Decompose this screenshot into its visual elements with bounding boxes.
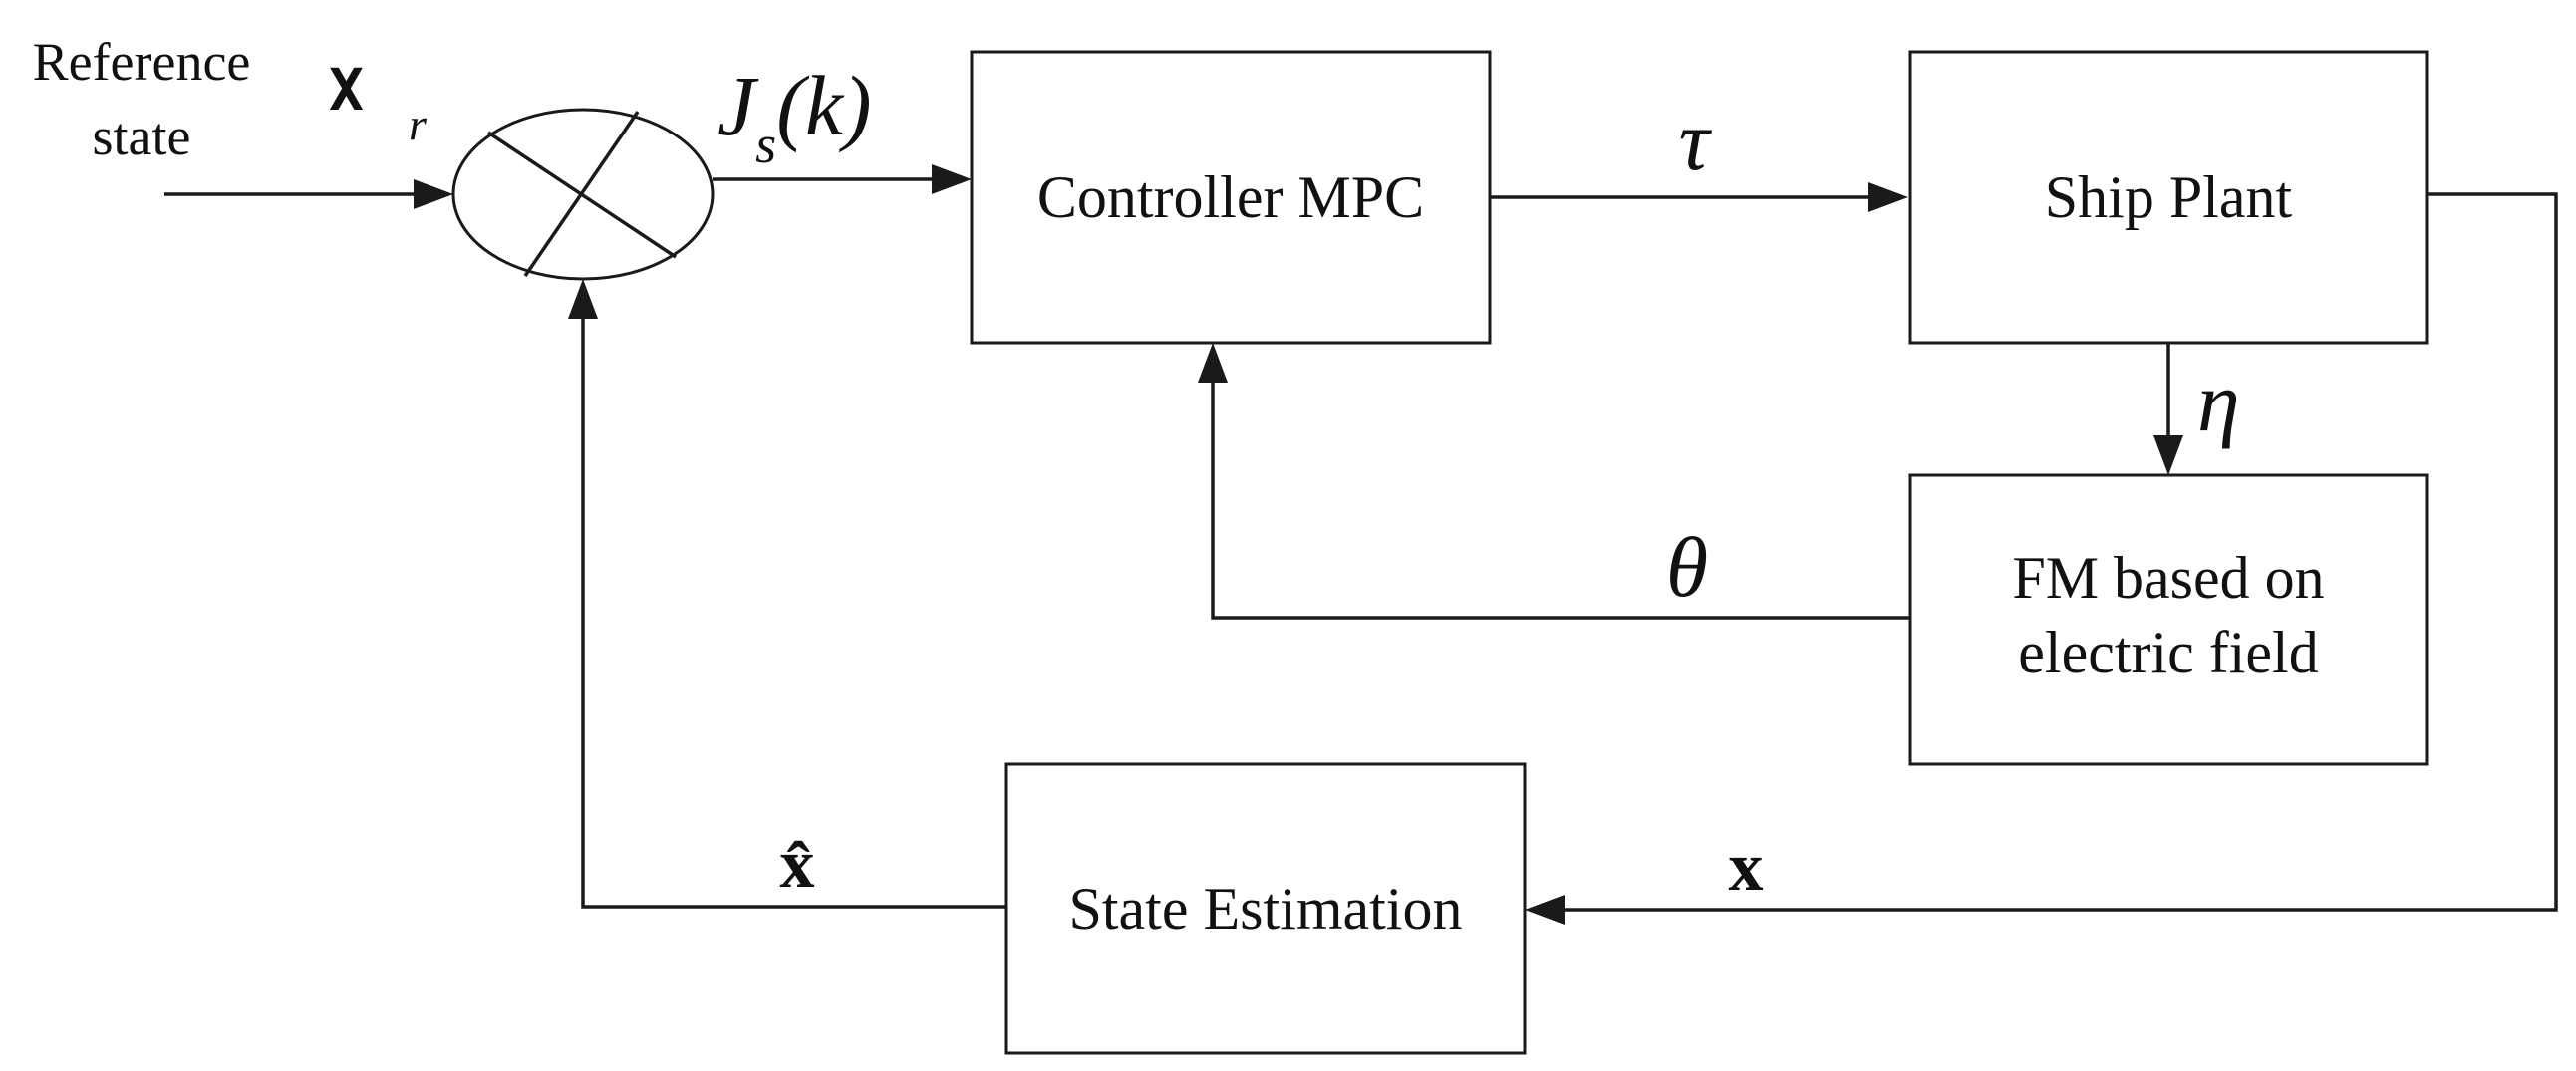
- state-estimate-label: x̂: [780, 826, 815, 903]
- state-signal-arrowhead: [1525, 895, 1565, 925]
- theta-signal-line: [1211, 367, 1910, 620]
- reference-label-line2: state: [93, 107, 191, 166]
- state-label: x: [1729, 829, 1764, 906]
- reference-symbol: X: [329, 56, 364, 124]
- controller-mpc-label: Controller MPC: [1037, 164, 1424, 230]
- error-signal-arrowhead: [932, 164, 972, 194]
- state-estimate-arrowhead: [568, 279, 598, 319]
- fm-label-line2: electric field: [2018, 620, 2318, 685]
- error-signal-label: Js(k): [717, 58, 872, 174]
- reference-symbol-subscript: r: [409, 99, 428, 149]
- fm-block: [1908, 473, 2429, 766]
- state-estimation-label: State Estimation: [1069, 876, 1463, 941]
- eta-label: η: [2197, 354, 2240, 449]
- state-estimate-line: [581, 304, 1006, 909]
- eta-signal-arrowhead: [2153, 435, 2183, 475]
- fm-label-line1: FM based on: [2012, 545, 2324, 611]
- tau-signal-arrowhead: [1868, 182, 1908, 212]
- reference-label-line1: Reference: [33, 32, 251, 92]
- reference-arrowhead: [414, 179, 453, 209]
- ship-plant-block: [1908, 50, 2429, 345]
- ship-plant-label: Ship Plant: [2045, 164, 2293, 230]
- state-signal-line: [1548, 192, 2558, 912]
- state-estimation-block: [1004, 762, 1527, 1055]
- summing-junction: [451, 108, 715, 281]
- controller-mpc-block: [970, 50, 1492, 345]
- theta-label: θ: [1666, 519, 1708, 615]
- tau-label: τ: [1679, 93, 1713, 188]
- theta-signal-arrowhead: [1198, 343, 1228, 383]
